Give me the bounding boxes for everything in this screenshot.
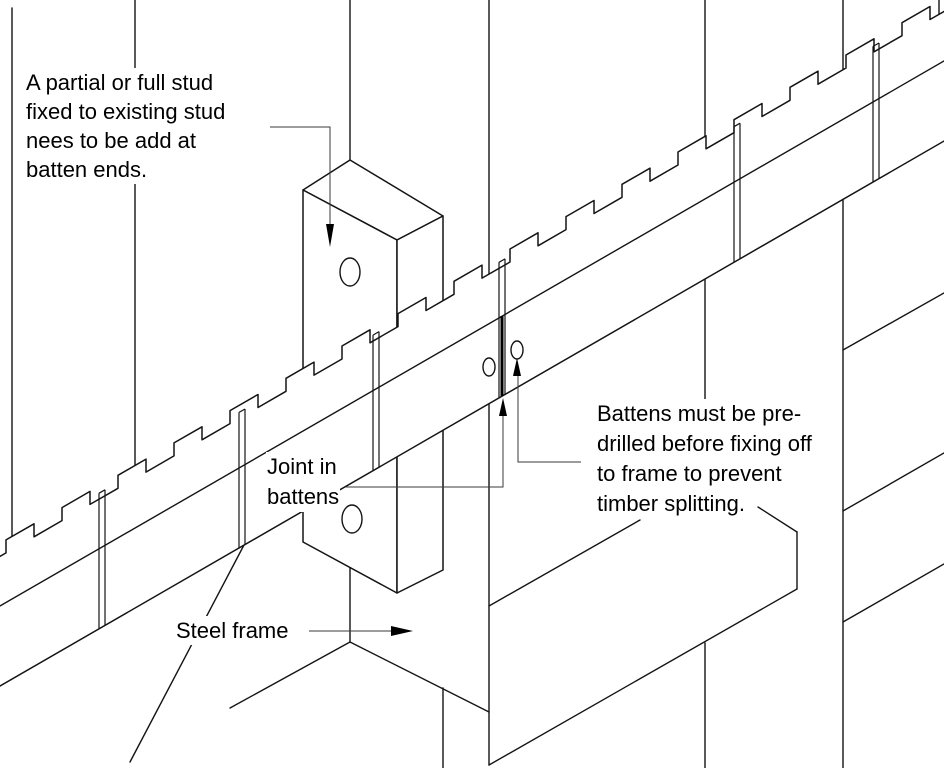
stud-note-line: nees to be add at <box>25 126 198 155</box>
predrill-note-line: timber splitting. <box>596 489 746 519</box>
joint-label-line: battens <box>266 482 341 512</box>
stud-bottom-cut <box>488 588 798 766</box>
stud-bottom-cut <box>229 641 351 709</box>
stud-bottom-cut <box>488 519 641 607</box>
predrill-note-line: Battens must be pre- <box>596 399 803 429</box>
frame-rail-edge <box>842 563 944 623</box>
batten-joint-cap <box>733 122 741 128</box>
batten-joint-cap <box>238 408 246 413</box>
fixing-hole <box>339 257 361 287</box>
stud-note-leader <box>270 126 331 226</box>
joint-label-line: Joint in <box>266 452 338 482</box>
predrill-hole <box>482 357 496 377</box>
stud-note-line: batten ends. <box>25 155 149 184</box>
stud-bottom-cut <box>129 544 245 763</box>
frame-rail-edge <box>842 452 944 512</box>
predrill-note: Battens must be pre- drilled before fixi… <box>596 399 813 519</box>
predrill-hole <box>510 340 524 360</box>
steel-frame-label: Steel frame <box>175 616 290 645</box>
predrill-note-line: drilled before fixing off <box>596 429 813 459</box>
batten-joint-cap <box>372 331 380 336</box>
batten-joint-cap <box>98 489 106 494</box>
batten-joint-lines <box>98 42 880 629</box>
leader-lines <box>270 126 581 636</box>
stud-bottom-cut <box>757 506 798 533</box>
stud-bottom-cut <box>349 641 490 713</box>
batten-body <box>0 5 944 687</box>
predrill-note-line: to frame to prevent <box>596 459 783 489</box>
fixing-hole <box>341 504 363 534</box>
batten-joint-cap <box>498 258 506 263</box>
down-arrow <box>326 224 334 247</box>
batten-top-front-edge <box>0 60 944 607</box>
up-arrow <box>513 358 521 376</box>
frame-label-text: Steel frame <box>175 616 290 645</box>
right-arrow <box>391 626 413 636</box>
stud-note-line: fixed to existing stud <box>25 97 227 126</box>
stud-note: A partial or full stud fixed to existing… <box>25 68 227 184</box>
predrill-note-leader <box>517 374 581 463</box>
up-arrow <box>499 398 507 416</box>
frame-rail-edge <box>842 292 944 351</box>
stud-note-line: A partial or full stud <box>25 68 215 97</box>
joint-in-battens-label: Joint in battens <box>266 452 341 512</box>
joint-label-leader <box>346 414 504 488</box>
batten-joint-cap <box>872 42 880 47</box>
